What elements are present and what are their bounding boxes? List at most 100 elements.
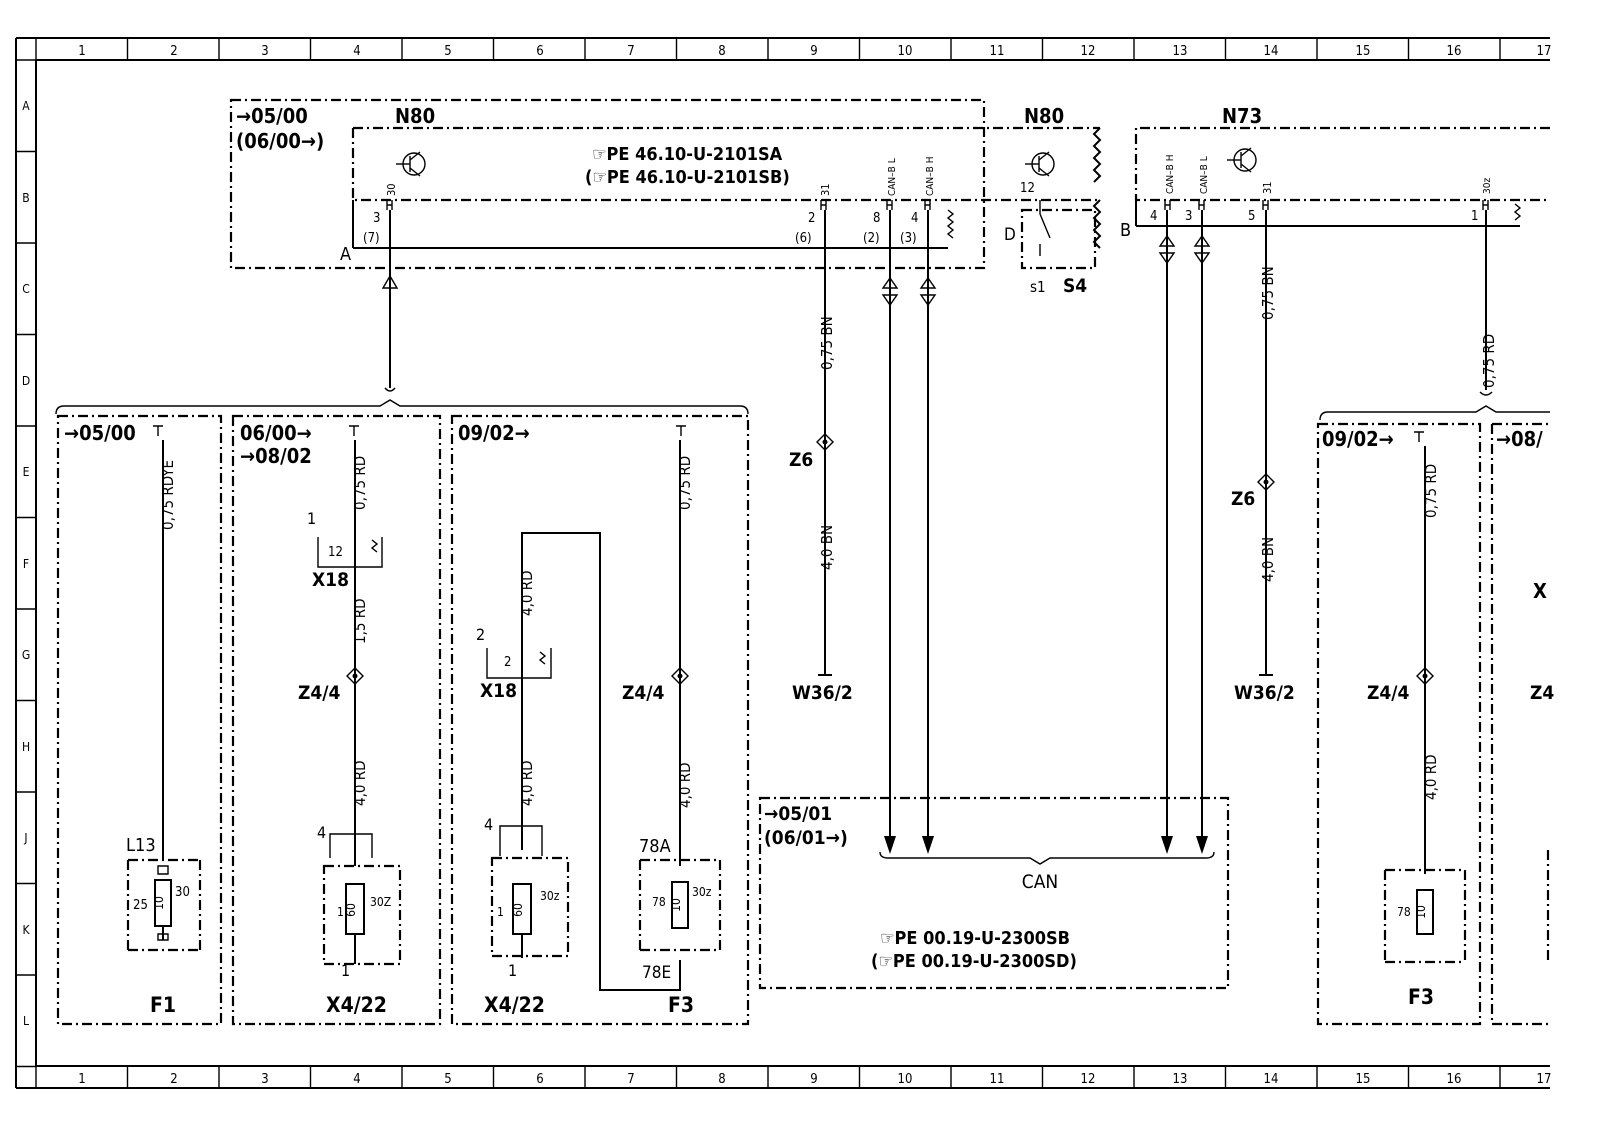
pin-label: 4: [911, 211, 918, 226]
col-label: 5: [444, 44, 451, 59]
fuse-pin: 30Z: [370, 895, 391, 909]
fuse-pin: 1: [497, 905, 504, 919]
splice-z6: Z6: [789, 449, 813, 471]
col-label: 14: [1264, 1072, 1279, 1087]
fuse-pin: 78: [652, 895, 666, 909]
pin-label: CAN–B L: [1199, 156, 1210, 194]
can-date: (06/01→): [764, 827, 848, 849]
wire-label: 4,0 BN: [818, 525, 836, 570]
wiring-lines: [55, 210, 1550, 854]
row-label: B: [22, 191, 29, 205]
col-label: 14: [1264, 44, 1279, 59]
row-label: E: [23, 465, 30, 479]
pin-label: 30: [385, 183, 398, 196]
wire-label: 1,5 RD: [351, 598, 369, 644]
can-label: CAN: [1022, 871, 1058, 893]
can-ref: ☞PE 00.19-U-2300SB: [880, 928, 1070, 949]
col-label: 7: [627, 44, 634, 59]
wire-label: 4,0 BN: [1259, 537, 1277, 582]
fuse-label: 78E: [642, 963, 671, 983]
pin-label: 1: [1471, 209, 1478, 224]
section-f3-right: 09/02→ 0,75 RD Z4/4 4,0 RD 10 78 F3: [1316, 422, 1482, 1026]
connector-x18: X18: [480, 680, 517, 702]
fuse-label: 78A: [639, 836, 671, 857]
pin-label: (6): [795, 231, 812, 246]
col-label: 6: [536, 44, 543, 59]
fuse-value: 10: [1414, 905, 1428, 919]
wire-label: 0,75 RD: [1422, 464, 1440, 518]
col-label: 9: [810, 1072, 817, 1087]
connector-pin: 2: [504, 655, 511, 670]
pin-label: 1: [307, 509, 316, 528]
connector-x18: X18: [312, 569, 349, 591]
col-label: 4: [353, 44, 360, 59]
transistor-icon: [396, 151, 426, 177]
n80-date-1: →05/00: [236, 104, 308, 128]
pin-label: 1: [341, 961, 350, 980]
fuse-pin: 1: [337, 905, 344, 919]
component-f3: F3: [668, 993, 694, 1017]
splice-partial: Z4: [1530, 682, 1554, 704]
col-label: 13: [1173, 1072, 1188, 1087]
component-f1: F1: [150, 993, 176, 1017]
n80-date-2: (06/00→): [236, 129, 324, 153]
wire-label: 0,75 RD: [676, 456, 694, 510]
col-label: 12: [1081, 44, 1096, 59]
ground-labels: Z6 Z6 W36/2 W36/2: [789, 449, 1295, 704]
col-label: 15: [1356, 44, 1371, 59]
fuse-pin: 30z: [692, 885, 712, 899]
fuse-pin: 30: [175, 885, 190, 900]
section-partial: →08/ X Z4: [1490, 422, 1554, 1026]
n80-right-label: N80: [1024, 104, 1064, 128]
pin-label: 1: [508, 961, 517, 980]
section-date: 06/00→: [240, 421, 312, 445]
wire-label: 4,0 RD: [518, 570, 536, 616]
col-label: 16: [1447, 44, 1462, 59]
pin-label: 30z: [1482, 178, 1493, 194]
fuse-pin: 78: [1397, 905, 1411, 919]
col-label: 9: [810, 44, 817, 59]
pin-label: 12: [1020, 181, 1035, 196]
node-b: B: [1120, 220, 1131, 241]
pin-label: 4: [484, 815, 493, 834]
col-label: 6: [536, 1072, 543, 1087]
pin-label: (3): [900, 231, 917, 246]
ground-w36: W36/2: [792, 682, 853, 704]
row-label: H: [22, 740, 30, 754]
s4-pin: s1: [1030, 278, 1046, 296]
section-f1: →05/00 0,75 RDYE L13 10 25 30 F1: [56, 414, 223, 1026]
pin-label: (7): [363, 231, 380, 246]
wire-labels: 0,75 BN 4,0 BN 0,75 BN 4,0 BN 0,75 RD: [818, 266, 1498, 582]
wire-label: 4,0 RD: [1422, 754, 1440, 800]
wire-label: 4,0 RD: [518, 760, 536, 806]
fuse-value: 60: [511, 903, 525, 917]
row-label: C: [22, 282, 30, 296]
pin-label: 31: [1261, 181, 1274, 194]
col-label: 10: [898, 1072, 913, 1087]
node-a: A: [340, 244, 351, 265]
pin-label: 31: [819, 183, 832, 196]
section-date: →05/00: [64, 421, 136, 445]
can-date: →05/01: [764, 803, 832, 825]
section-x4-22-a: 06/00→ →08/02 0,75 RD 1 12 X18 1,5 RD Z4…: [231, 414, 442, 1026]
col-label: 3: [261, 1072, 268, 1087]
fuse-value: 60: [344, 903, 358, 917]
row-label: D: [22, 374, 30, 388]
pin-label: (2): [863, 231, 880, 246]
col-label: 11: [990, 1072, 1005, 1087]
section-date: 09/02→: [1322, 427, 1394, 451]
wire-label: 4,0 RD: [676, 762, 694, 808]
col-label: 15: [1356, 1072, 1371, 1087]
col-label: 4: [353, 1072, 360, 1087]
splice-z6: Z6: [1231, 488, 1255, 510]
n80-label: N80: [395, 104, 435, 128]
ground-w36: W36/2: [1234, 682, 1295, 704]
n80-control-unit: →05/00 (06/00→) N80 ☞PE 46.10-U-2101SA (…: [229, 98, 1100, 270]
can-bus-box: →05/01 (06/01→) CAN ☞PE 00.19-U-2300SB (…: [758, 796, 1230, 990]
col-label: 2: [170, 1072, 177, 1087]
wire-label: 0,75 RD: [351, 456, 369, 510]
row-label: A: [22, 99, 30, 113]
n80-ref-2: (☞PE 46.10-U-2101SB): [585, 167, 790, 188]
row-letters: A B C D E F G H J K L: [22, 99, 31, 1028]
